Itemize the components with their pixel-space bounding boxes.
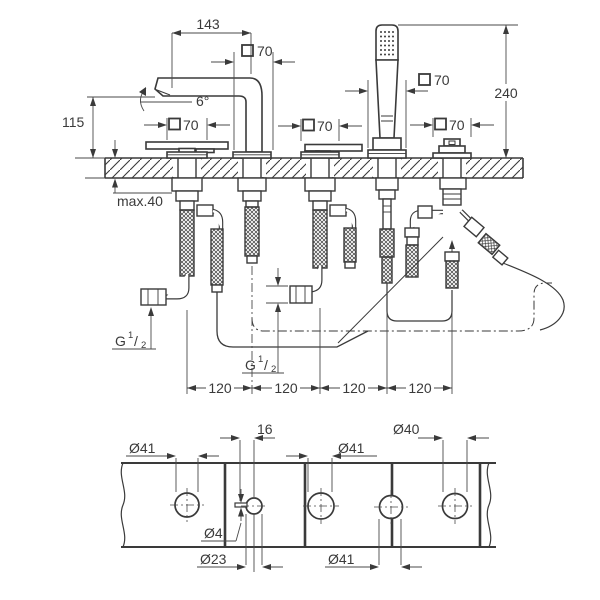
- label-pilot-offset: 16: [257, 421, 273, 437]
- dim-deck-thickness: [112, 140, 172, 194]
- label-spout-reach: 143: [196, 16, 220, 32]
- dim-pilot: [201, 489, 244, 542]
- dimension-lines-plan: [126, 435, 489, 572]
- label-hole5: Ø40: [393, 421, 420, 437]
- label-deck-thickness: max.40: [117, 193, 163, 209]
- dim-escutcheon-shower: [345, 73, 431, 148]
- handle-left-tailpiece: [140, 177, 224, 306]
- label-escutcheon-diverter: 70: [449, 117, 465, 133]
- dim-hole5: [418, 435, 489, 492]
- label-spacing-1: 120: [208, 380, 232, 396]
- label-hole4: Ø41: [328, 551, 355, 567]
- dim-escutcheon-spout: [211, 44, 295, 150]
- label-pilot: Ø4: [204, 525, 223, 541]
- diverter-manifold: [404, 177, 509, 289]
- deck-holes: [173, 157, 466, 179]
- label-shower-height: 240: [494, 85, 518, 101]
- hole-centerlines: [170, 488, 472, 524]
- dim-hole2: [197, 514, 283, 570]
- svg-text:G: G: [245, 357, 256, 373]
- svg-text:2: 2: [141, 340, 146, 351]
- label-hole3: Ø41: [338, 440, 365, 456]
- dim-pilot-offset: [220, 435, 275, 572]
- svg-text:1: 1: [258, 354, 263, 365]
- elevation-view: 143 6° 115 240 max.40 70 70 70 70 70 G 1…: [62, 16, 565, 396]
- dim-thread-middle: [242, 268, 288, 374]
- spray-dots: [380, 31, 394, 56]
- label-escutcheon-spout: 70: [257, 43, 273, 59]
- dim-spout-reach: [171, 30, 252, 88]
- label-spout-height: 115: [62, 114, 85, 130]
- label-hole1: Ø41: [129, 440, 156, 456]
- shower-hose-tailpiece: [375, 177, 399, 284]
- diverter-knob: [432, 138, 472, 159]
- lever-handle-left: [145, 141, 229, 159]
- dim-spout-angle: [139, 87, 192, 112]
- dim-hole4: [325, 519, 422, 570]
- plan-view: Ø41 16 Ø4 Ø23 Ø41 Ø40 Ø41: [120, 421, 496, 572]
- label-escutcheon-shower: 70: [434, 72, 450, 88]
- label-escutcheon-handle-middle: 70: [317, 118, 333, 134]
- svg-text:1: 1: [128, 330, 133, 341]
- dimension-lines-elevation: [87, 24, 518, 395]
- lever-handle-middle: [300, 143, 363, 159]
- svg-text:/: /: [134, 333, 138, 349]
- dim-thread-left: [112, 307, 156, 350]
- dim-escutcheon-diverter: [410, 117, 494, 137]
- label-thread-middle: G 1 / 2: [245, 354, 276, 375]
- elevation-labels: 143 6° 115 240 max.40 70 70 70 70 70 G 1…: [62, 16, 523, 396]
- hose-routing: [216, 236, 565, 348]
- plan-labels: Ø41 16 Ø4 Ø23 Ø41 Ø40 Ø41: [129, 421, 420, 567]
- handle-middle-tailpiece: [289, 177, 357, 304]
- spout-tailpiece: [237, 177, 267, 264]
- svg-text:G: G: [115, 333, 126, 349]
- hand-shower: [367, 24, 407, 159]
- label-spacing-4: 120: [408, 380, 432, 396]
- dim-hole3: [286, 453, 377, 492]
- label-spacing-3: 120: [342, 380, 366, 396]
- label-thread-left: G 1 / 2: [115, 330, 146, 351]
- dim-escutcheon-handle-left: [144, 117, 230, 140]
- label-spacing-2: 120: [274, 380, 298, 396]
- deck-plan: [120, 462, 496, 548]
- dim-hole1: [126, 453, 219, 492]
- label-escutcheon-handle-left: 70: [183, 117, 199, 133]
- spout: [154, 77, 272, 159]
- label-hole2: Ø23: [200, 551, 227, 567]
- svg-text:2: 2: [271, 364, 276, 375]
- dim-spout-height: [87, 96, 155, 158]
- label-spout-angle: 6°: [196, 93, 209, 109]
- svg-text:/: /: [264, 357, 268, 373]
- dim-hole-spacing: [186, 266, 453, 395]
- dim-escutcheon-handle-middle: [278, 118, 362, 141]
